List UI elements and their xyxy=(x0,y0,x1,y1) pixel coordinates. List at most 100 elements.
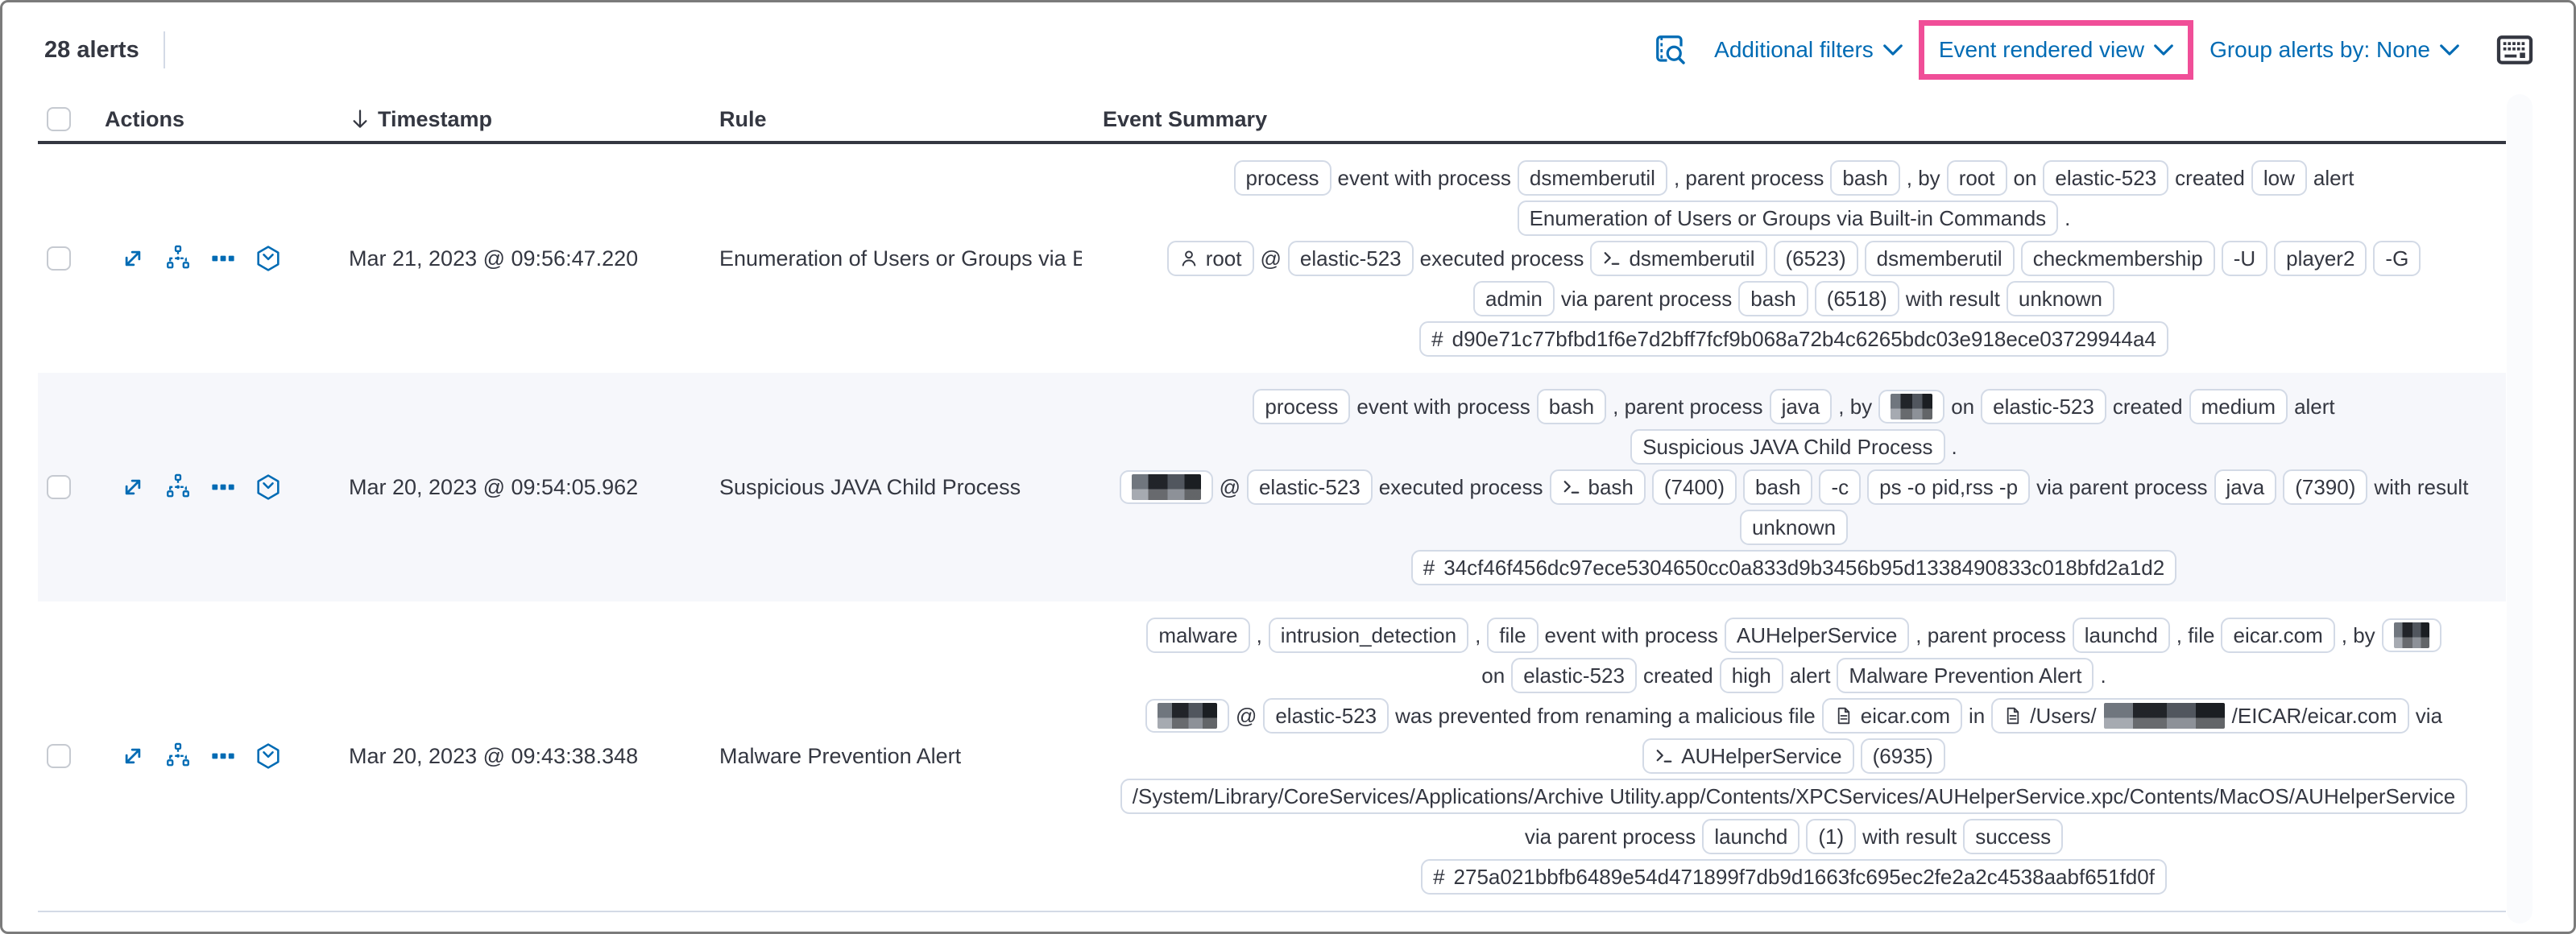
badge-text: Suspicious JAVA Child Process xyxy=(1642,435,1933,459)
summary-badge: java xyxy=(1769,389,1833,424)
summary-badge: unknown xyxy=(2006,281,2114,316)
badge-text: Malware Prevention Alert xyxy=(1849,663,2082,688)
alerts-table: Actions Timestamp Rule Event Summary xyxy=(38,97,2506,912)
keyboard-shortcuts-button[interactable] xyxy=(2496,34,2533,66)
more-actions-button[interactable] xyxy=(209,245,237,272)
summary-badge: elastic-523 xyxy=(1263,698,1389,734)
more-actions-button[interactable] xyxy=(209,742,237,770)
badge-text: (6523) xyxy=(1785,246,1846,271)
summary-badge: ps -o pid,rss -p xyxy=(1867,469,2031,505)
summary-text: , by xyxy=(1838,394,1873,419)
open-session-view-button[interactable] xyxy=(255,245,282,272)
badge-text: -c xyxy=(1831,475,1849,499)
summary-text: on xyxy=(2013,165,2037,190)
more-actions-button[interactable] xyxy=(209,473,237,501)
badge-text: (7400) xyxy=(1663,475,1725,499)
summary-text: @ xyxy=(1219,474,1240,499)
badge-text: elastic-523 xyxy=(1275,704,1377,728)
analyze-event-button[interactable] xyxy=(164,742,192,770)
summary-text: event with process xyxy=(1337,165,1511,190)
summary-badge: Enumeration of Users or Groups via Built… xyxy=(1517,200,2059,236)
row-checkbox[interactable] xyxy=(47,246,71,271)
badge-text: java xyxy=(2226,475,2265,499)
expand-alert-button[interactable] xyxy=(119,473,147,501)
summary-text: , by xyxy=(1906,165,1940,190)
expand-icon xyxy=(119,473,147,501)
summary-text: with result xyxy=(1862,824,1957,849)
summary-text: via parent process xyxy=(2036,474,2208,499)
badge-text: -U xyxy=(2233,246,2256,271)
open-session-view-button[interactable] xyxy=(255,473,282,501)
summary-text: , by xyxy=(2341,622,2375,647)
column-header-rule: Rule xyxy=(719,106,767,131)
terminal-icon xyxy=(1562,477,1581,497)
summary-badge: bash xyxy=(1743,469,1813,505)
view-selector-button[interactable]: Event rendered view xyxy=(1939,37,2173,63)
summary-text: via parent process xyxy=(1524,824,1696,849)
view-selector-label: Event rendered view xyxy=(1938,37,2145,62)
select-all-checkbox[interactable] xyxy=(47,107,71,131)
chevron-down-icon xyxy=(2154,44,2173,56)
row-checkbox[interactable] xyxy=(47,475,71,499)
badge-text: elastic-523 xyxy=(1523,663,1625,688)
summary-badge: elastic-523 xyxy=(1511,658,1637,693)
expand-alert-button[interactable] xyxy=(119,245,147,272)
expand-icon xyxy=(119,742,147,770)
summary-text: created xyxy=(1642,663,1713,688)
inspect-button[interactable] xyxy=(1655,34,1687,66)
summary-badge: bash xyxy=(1738,281,1808,316)
timestamp-cell: Mar 20, 2023 @ 09:43:38.348 xyxy=(349,743,639,768)
open-session-view-icon xyxy=(255,742,282,770)
open-session-view-icon xyxy=(255,473,282,501)
keyboard-icon xyxy=(2496,34,2533,66)
redacted-value xyxy=(1157,703,1217,729)
group-alerts-by-button[interactable]: Group alerts by: None xyxy=(2209,37,2459,63)
hash-icon: # xyxy=(1431,327,1443,351)
summary-badge: elastic-523 xyxy=(2043,160,2169,196)
alert-count: 28 alerts xyxy=(44,36,139,63)
badge-text: d90e71c77bfbd1f6e7d2bff7fcf9b068a72b4c62… xyxy=(1452,327,2156,351)
summary-badge: intrusion_detection xyxy=(1268,618,1469,653)
summary-badge: java xyxy=(2214,469,2277,505)
summary-badge: -U xyxy=(2221,241,2268,276)
hash-icon: # xyxy=(1423,556,1435,580)
summary-badge: (7400) xyxy=(1651,469,1737,505)
summary-badge: # d90e71c77bfbd1f6e7d2bff7fcf9b068a72b4c6… xyxy=(1419,321,2168,357)
summary-text: @ xyxy=(1235,703,1257,728)
summary-badge: low xyxy=(2251,160,2307,196)
summary-text: event with process xyxy=(1544,622,1718,647)
badge-text: (6935) xyxy=(1872,744,1933,768)
open-session-view-button[interactable] xyxy=(255,742,282,770)
user-icon xyxy=(1179,249,1199,268)
additional-filters-button[interactable]: Additional filters xyxy=(1714,37,1903,63)
summary-badge: bash xyxy=(1830,160,1900,196)
analyze-event-button[interactable] xyxy=(164,473,192,501)
redacted-value xyxy=(2103,703,2225,729)
badge-text: AUHelperService xyxy=(1681,744,1842,768)
summary-badge: player2 xyxy=(2274,241,2367,276)
rule-cell: Enumeration of Users or Groups via Bui xyxy=(719,246,1082,271)
scrollbar-track[interactable] xyxy=(2507,94,2533,924)
group-alerts-by-label: Group alerts by: None xyxy=(2209,37,2430,62)
column-header-timestamp[interactable]: Timestamp xyxy=(349,107,719,132)
summary-text: was prevented from renaming a malicious … xyxy=(1395,703,1816,728)
badge-text: bash xyxy=(1750,287,1796,311)
expand-icon xyxy=(119,245,147,272)
summary-line: /System/Library/CoreServices/Application… xyxy=(1120,779,2468,814)
analyze-event-button[interactable] xyxy=(164,245,192,272)
expand-alert-button[interactable] xyxy=(119,742,147,770)
summary-badge: unknown xyxy=(1739,510,1849,545)
file-icon xyxy=(1834,706,1853,725)
badge-text: high xyxy=(1731,663,1771,688)
summary-text: , parent process xyxy=(1613,394,1763,419)
row-checkbox[interactable] xyxy=(47,744,71,768)
badge-text: /EICAR/eicar.com xyxy=(2231,704,2397,728)
badge-text: bash xyxy=(1588,475,1634,499)
